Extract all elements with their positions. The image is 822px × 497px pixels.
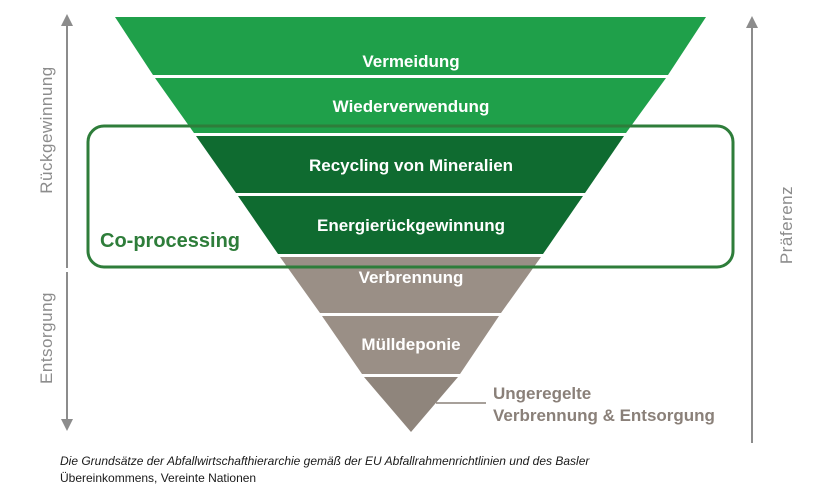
figure-caption: Die Grundsätze der Abfallwirtschafthiera… [60, 453, 740, 487]
label-recycling: Recycling von Mineralien [309, 156, 513, 175]
label-deponie: Mülldeponie [361, 335, 460, 354]
caption-line-2: Übereinkommens, Vereinte Nationen [60, 471, 257, 485]
band-energie [238, 196, 583, 254]
right-axis-label: Präferenz [777, 186, 796, 264]
coprocessing-label: Co-processing [100, 230, 240, 252]
band-recycling [196, 136, 624, 193]
caption-line-1: Die Grundsätze der Abfallwirtschafthiera… [60, 454, 590, 468]
left-axis-top-label: Rückgewinnung [37, 66, 56, 193]
band-deponie [322, 316, 499, 374]
label-vermeidung: Vermeidung [362, 52, 459, 71]
label-energie: Energierückgewinnung [317, 216, 505, 235]
label-wiederverwendung: Wiederverwendung [333, 97, 490, 116]
band-wiederverwendung [155, 78, 666, 133]
band-vermeidung [115, 17, 706, 75]
band-verbrennung [280, 257, 541, 313]
left-axis-bottom-label: Entsorgung [37, 292, 56, 384]
coprocessing-frame [86, 124, 735, 269]
label-verbrennung: Verbrennung [359, 268, 464, 287]
annotation-line-1: Ungeregelte [493, 384, 591, 403]
band-ungeregelt [364, 377, 458, 432]
annotation-line-2: Verbrennung & Entsorgung [493, 406, 715, 425]
